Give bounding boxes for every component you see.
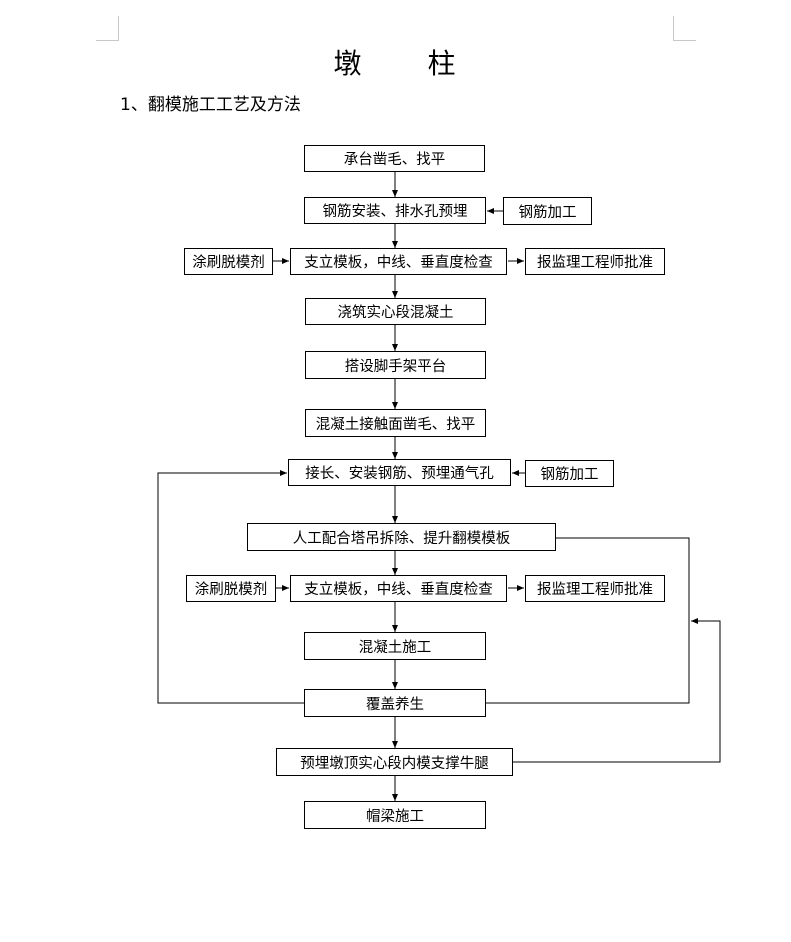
- margin-corner-top-left: [96, 16, 119, 41]
- step-curing: 覆盖养生: [304, 689, 486, 717]
- title-char-1: 墩: [333, 47, 364, 80]
- side-rebar-processing-2: 钢筋加工: [525, 460, 614, 487]
- side-release-agent-2: 涂刷脱模剂: [186, 575, 276, 602]
- step-scaffold-platform: 搭设脚手架平台: [305, 351, 486, 379]
- step-cap-beam: 帽梁施工: [304, 801, 486, 829]
- line-lift-to-curing: [486, 537, 690, 704]
- step-pour-solid-section: 浇筑实心段混凝土: [305, 298, 486, 325]
- step-formwork-check-2: 支立模板，中线、垂直度检查: [290, 575, 507, 602]
- loop-corbel-to-right: [513, 618, 721, 763]
- loop-curing-to-extension: [157, 470, 304, 704]
- margin-corner-top-right: [673, 16, 696, 41]
- side-supervisor-approval-1: 报监理工程师批准: [525, 248, 665, 275]
- side-release-agent-1: 涂刷脱模剂: [184, 248, 273, 275]
- step-crane-lift-formwork: 人工配合塔吊拆除、提升翻模模板: [247, 523, 556, 551]
- step-pile-cap-chiseling: 承台凿毛、找平: [304, 145, 485, 172]
- step-rebar-install-drain-holes: 钢筋安装、排水孔预埋: [304, 197, 486, 224]
- step-concrete-surface-chiseling: 混凝土接触面凿毛、找平: [305, 409, 486, 437]
- step-formwork-check-1: 支立模板，中线、垂直度检查: [290, 248, 507, 275]
- step-embed-corbel-support: 预埋墩顶实心段内模支撑牛腿: [276, 748, 513, 776]
- step-concrete-construction: 混凝土施工: [304, 632, 486, 660]
- document-title: 墩柱: [0, 42, 791, 82]
- title-char-2: 柱: [427, 47, 458, 80]
- side-rebar-processing-1: 钢筋加工: [503, 197, 592, 225]
- section-heading: 1、翻模施工工艺及方法: [120, 95, 301, 115]
- side-supervisor-approval-2: 报监理工程师批准: [525, 575, 665, 602]
- step-extend-rebar-vent-holes: 接长、安装钢筋、预埋通气孔: [288, 459, 511, 486]
